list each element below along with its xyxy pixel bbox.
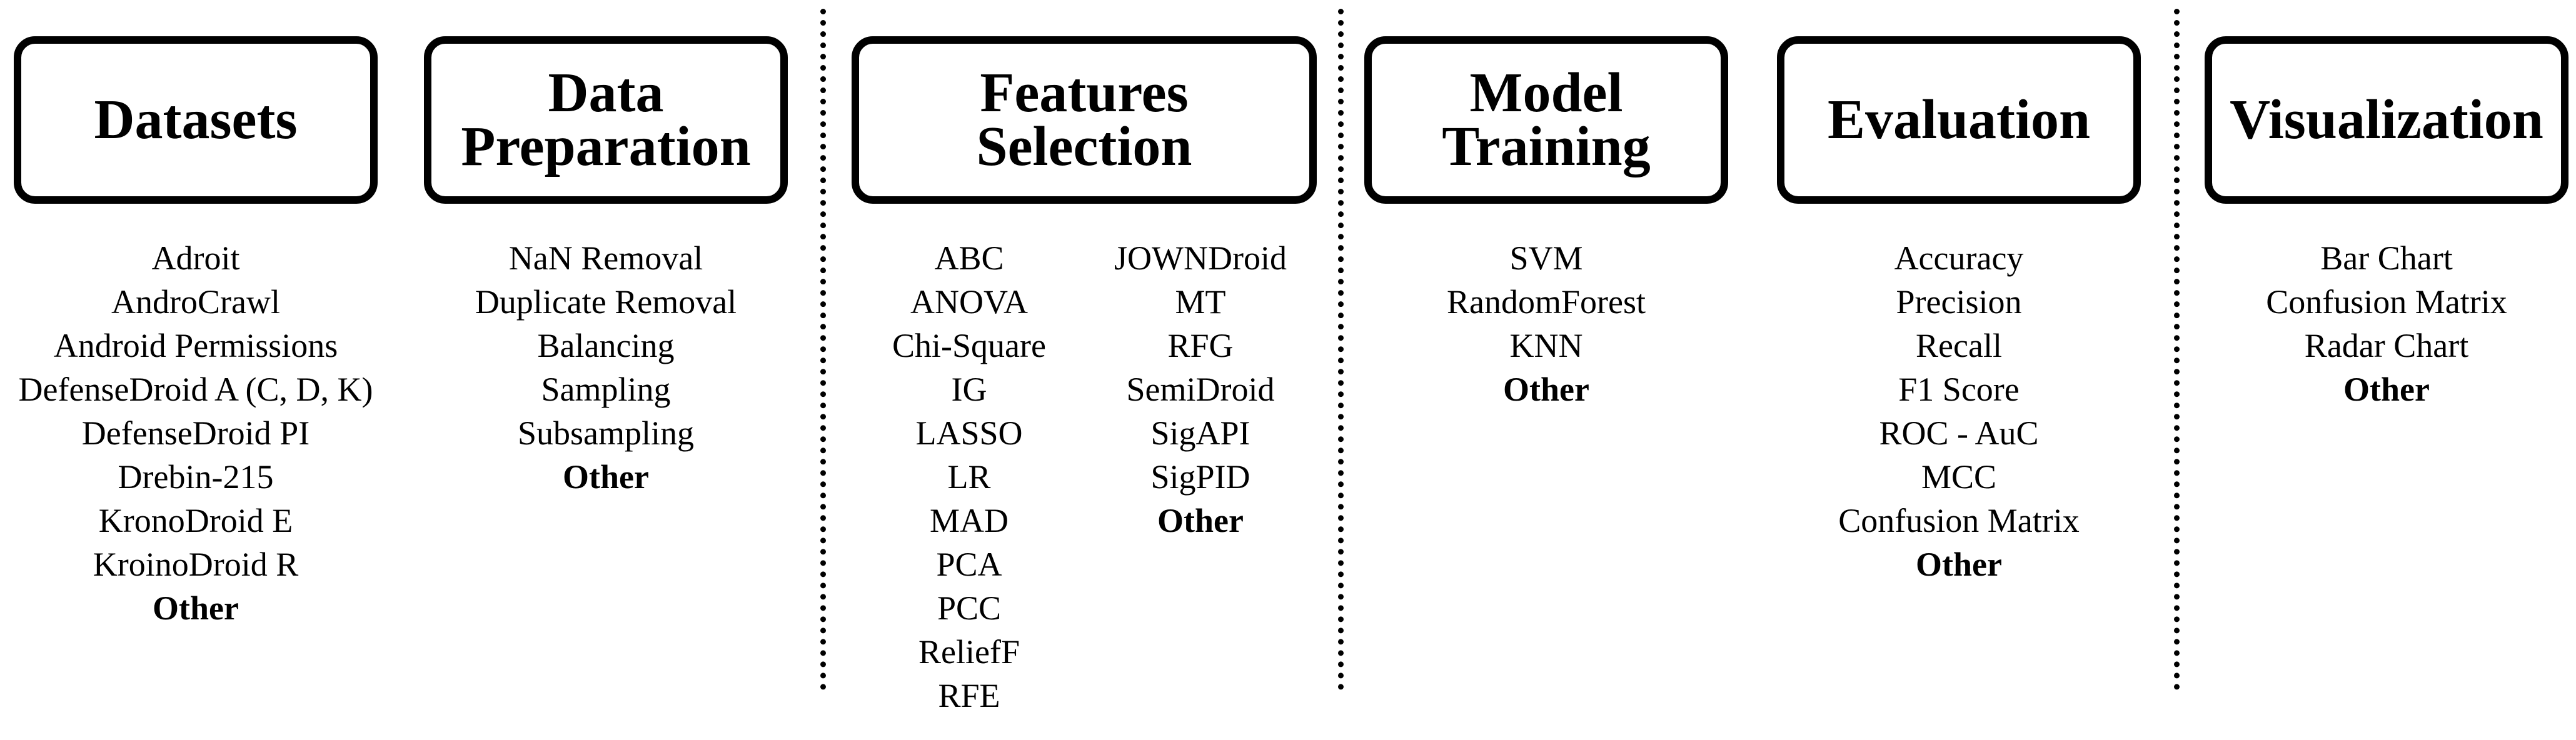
list-item: IG bbox=[951, 371, 987, 408]
list-item: NaN Removal bbox=[508, 239, 703, 277]
stage-visualization: Visualization bbox=[2205, 36, 2568, 204]
stage-title: Evaluation bbox=[1827, 89, 2091, 151]
list-item: Other bbox=[153, 589, 239, 627]
list-item: Other bbox=[1503, 371, 1589, 408]
list-item: Other bbox=[1916, 546, 2002, 583]
stage-title: Data Preparation bbox=[461, 62, 751, 178]
list-item: Other bbox=[563, 458, 649, 496]
list-item: Balancing bbox=[537, 327, 675, 364]
list-item: LR bbox=[947, 458, 991, 496]
list-item: Confusion Matrix bbox=[2266, 283, 2507, 321]
list-item: DefenseDroid A (C, D, K) bbox=[18, 371, 373, 408]
stage-title: Model Training bbox=[1442, 62, 1651, 178]
list-item: Confusion Matrix bbox=[1838, 502, 2080, 539]
list-item: Sampling bbox=[541, 371, 671, 408]
list-item: Adroit bbox=[151, 239, 240, 277]
stage-data-preparation: Data Preparation bbox=[424, 36, 788, 204]
stage-evaluation: Evaluation bbox=[1777, 36, 2141, 204]
list-item: Bar Chart bbox=[2320, 239, 2453, 277]
list-item: Recall bbox=[1916, 327, 2002, 364]
list-item: SigPID bbox=[1150, 458, 1250, 496]
list-item: F1 Score bbox=[1898, 371, 2020, 408]
list-item: LASSO bbox=[915, 414, 1023, 452]
list-item: AndroCrawl bbox=[111, 283, 280, 321]
list-item: SigAPI bbox=[1150, 414, 1250, 452]
list-item: RFG bbox=[1167, 327, 1234, 364]
dotted-separator bbox=[2174, 9, 2180, 690]
stage-title: Visualization bbox=[2230, 89, 2543, 151]
list-item: JOWNDroid bbox=[1114, 239, 1287, 277]
list-item: SVM bbox=[1509, 239, 1583, 277]
list-item: ReliefF bbox=[918, 633, 1020, 671]
dotted-separator bbox=[1338, 9, 1344, 690]
stage-title: Features Selection bbox=[976, 62, 1192, 178]
list-item: KroinoDroid R bbox=[93, 546, 299, 583]
list-item: SemiDroid bbox=[1126, 371, 1275, 408]
list-item: Subsampling bbox=[517, 414, 695, 452]
list-item: Radar Chart bbox=[2304, 327, 2469, 364]
list-item: Chi-Square bbox=[892, 327, 1046, 364]
stage-title: Datasets bbox=[94, 89, 298, 151]
list-item: Android Permissions bbox=[53, 327, 338, 364]
stage-model-training: Model Training bbox=[1364, 36, 1728, 204]
list-item: Drebin-215 bbox=[118, 458, 274, 496]
list-item: Other bbox=[1157, 502, 1244, 539]
dotted-separator bbox=[820, 9, 826, 690]
list-item: Other bbox=[2343, 371, 2430, 408]
list-item: RFE bbox=[938, 677, 1000, 714]
list-item: MCC bbox=[1921, 458, 1997, 496]
stage-datasets: Datasets bbox=[14, 36, 378, 204]
stage-features-selection: Features Selection bbox=[852, 36, 1317, 204]
list-item: KNN bbox=[1509, 327, 1583, 364]
list-item: Precision bbox=[1896, 283, 2022, 321]
list-item: Accuracy bbox=[1894, 239, 2024, 277]
list-item: ABC bbox=[934, 239, 1004, 277]
list-item: PCC bbox=[937, 589, 1002, 627]
list-item: PCA bbox=[936, 546, 1002, 583]
list-item: RandomForest bbox=[1447, 283, 1646, 321]
list-item: ROC - AuC bbox=[1879, 414, 2039, 452]
list-item: KronoDroid E bbox=[98, 502, 293, 539]
list-item: DefenseDroid PI bbox=[81, 414, 310, 452]
list-item: MT bbox=[1175, 283, 1226, 321]
list-item: MAD bbox=[929, 502, 1009, 539]
list-item: Duplicate Removal bbox=[475, 283, 737, 321]
list-item: ANOVA bbox=[910, 283, 1029, 321]
